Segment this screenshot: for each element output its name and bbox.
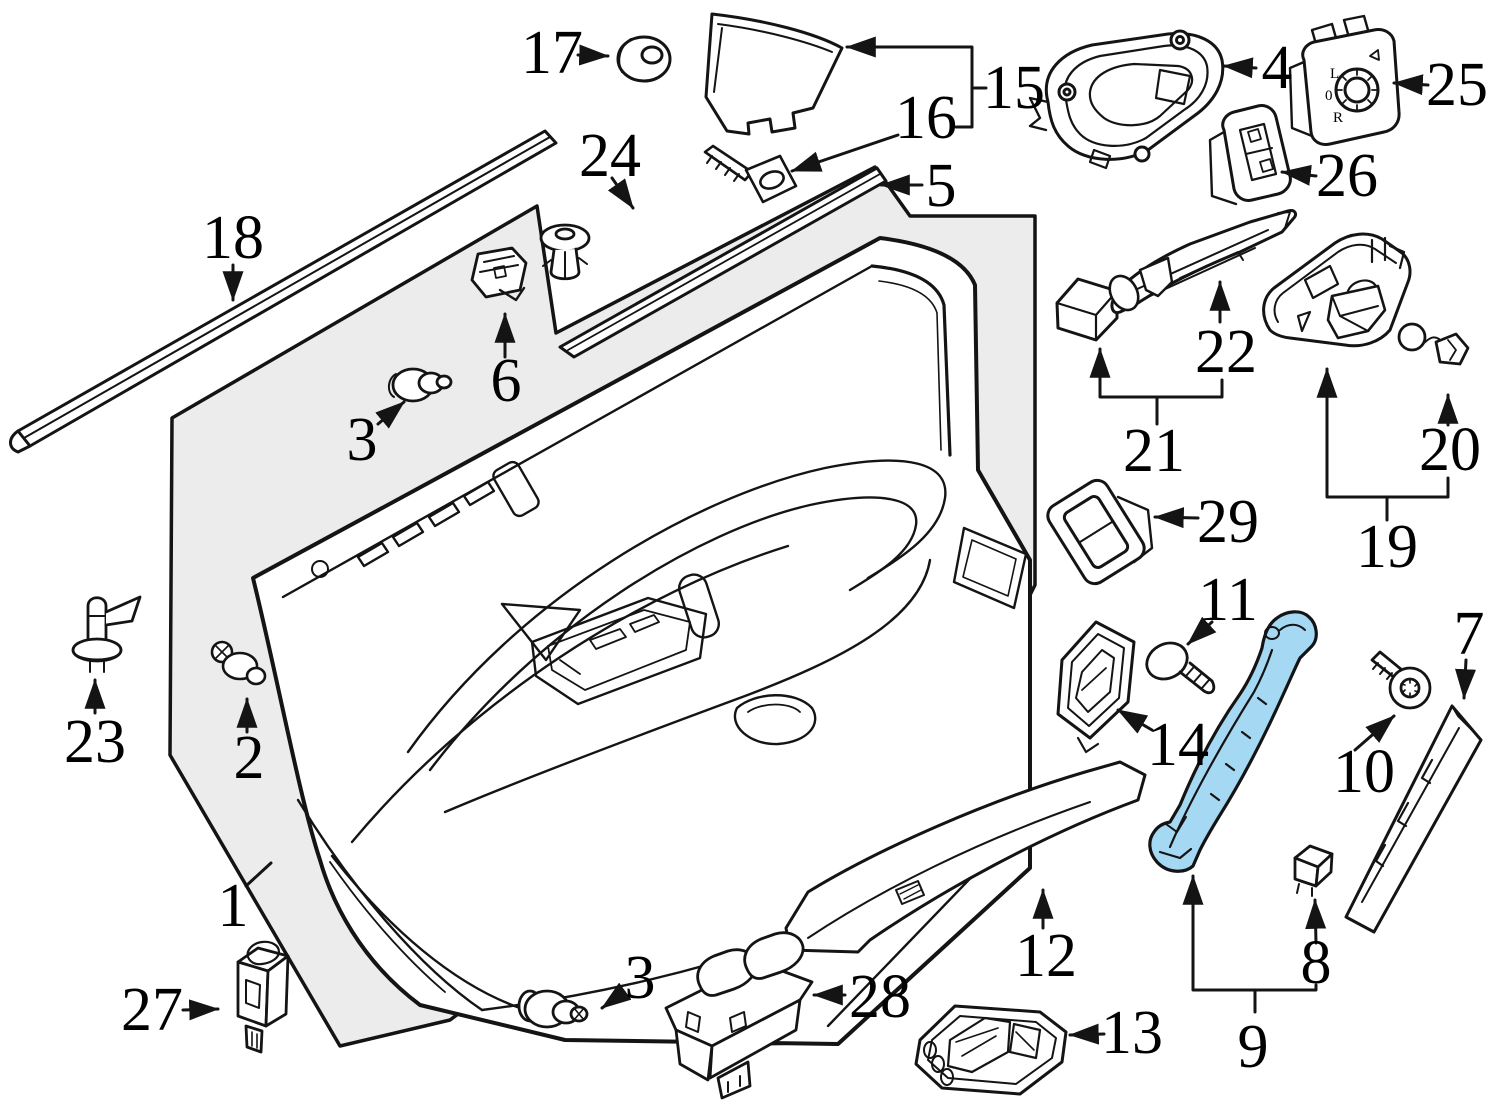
callout-20[interactable]: 20 [1419,416,1481,484]
callout-2[interactable]: 2 [234,724,265,792]
clip-8[interactable] [1293,844,1334,897]
callout-5[interactable]: 5 [926,152,957,220]
callout-22[interactable]: 22 [1195,318,1257,386]
armrest-trim-12[interactable] [784,760,1147,954]
callout-19[interactable]: 19 [1356,513,1418,581]
arrow-11 [1186,616,1217,646]
bezel-14[interactable] [1056,620,1136,754]
callout-3b[interactable]: 3 [625,944,656,1012]
callout-8[interactable]: 8 [1301,929,1332,997]
callout-6[interactable]: 6 [491,347,522,415]
door-panel-details [281,264,1028,1028]
clip-23[interactable] [71,595,142,673]
mirror-letter-l: L [1330,66,1339,82]
arrow-13 [1068,1023,1106,1045]
door-trim-panel-1[interactable] [251,236,1032,1046]
callout-24[interactable]: 24 [579,122,641,190]
sail-panel-15[interactable] [704,12,844,136]
grommet-17[interactable] [616,35,672,83]
handle-rod-22[interactable] [1104,209,1297,315]
switch-bezel-13[interactable] [914,1004,1068,1096]
window-switch-27[interactable] [236,940,290,1054]
clip-6[interactable] [470,246,528,302]
pull-handle-bracket-19[interactable] [1262,232,1412,348]
callout-12[interactable]: 12 [1015,922,1077,990]
mirror-switch-letters: L 0 R [1325,66,1343,126]
arrow-17 [576,44,610,66]
screw-10[interactable] [1370,650,1432,710]
arrow-29 [1153,507,1200,529]
callout-11[interactable]: 11 [1198,566,1258,634]
callout-17[interactable]: 17 [521,19,583,87]
lock-cylinder-21[interactable] [1055,277,1119,342]
callout-16[interactable]: 16 [895,84,957,152]
door-panel-outline[interactable] [251,236,1032,1046]
trim-strip-7[interactable] [1344,704,1483,934]
switch-29[interactable] [1043,476,1154,588]
callout-28[interactable]: 28 [849,963,911,1031]
arrow-26 [1280,164,1318,186]
callout-7[interactable]: 7 [1454,600,1485,668]
screw-11[interactable] [1140,636,1216,695]
master-window-switch-28[interactable] [664,931,814,1100]
rivet-clip-24[interactable] [539,223,591,281]
callout-25[interactable]: 25 [1426,51,1488,119]
callout-1[interactable]: 1 [218,872,249,940]
leader-lines [84,36,1476,1045]
arrow-25 [1392,74,1430,96]
callout-27[interactable]: 27 [121,976,183,1044]
arrow-24 [607,176,635,210]
mirror-letter-0: 0 [1325,88,1333,104]
callout-15[interactable]: 15 [983,54,1045,122]
callout-14[interactable]: 14 [1147,711,1209,779]
arrow-10 [1353,714,1396,752]
callout-10[interactable]: 10 [1333,738,1395,806]
arrow-8 [1305,898,1327,945]
arrow-4 [1222,57,1258,79]
mirror-switch-25[interactable] [1288,14,1401,146]
callout-4[interactable]: 4 [1262,34,1293,102]
callout-21[interactable]: 21 [1123,417,1185,485]
arrow-16 [790,133,900,173]
callout-18[interactable]: 18 [202,204,264,272]
arrow-7 [1455,658,1476,700]
callout-3a[interactable]: 3 [347,406,378,474]
screw-3-upper[interactable] [388,367,453,403]
interior-door-handle-4[interactable] [1028,29,1225,170]
bracket-21 [1089,347,1224,399]
screw-2[interactable] [210,640,267,686]
callout-29[interactable]: 29 [1197,488,1259,556]
arrow-3a [375,400,406,429]
callout-13[interactable]: 13 [1101,999,1163,1067]
tick-1 [244,861,273,888]
screw-3-lower[interactable] [517,989,589,1029]
pillar-trim-9-highlighted[interactable] [1148,610,1318,873]
callout-23[interactable]: 23 [64,708,126,776]
arrow-27 [181,999,220,1021]
screw-16[interactable] [703,144,798,204]
lock-switch-26[interactable] [1208,104,1292,206]
weatherstrip-18[interactable] [9,129,558,454]
arrow-3b [600,982,632,1010]
bulb-socket-20[interactable] [1397,322,1470,366]
callout-9[interactable]: 9 [1238,1013,1269,1081]
arrow-14 [1116,708,1154,734]
mirror-letter-r: R [1333,110,1343,126]
callout-26[interactable]: 26 [1316,142,1378,210]
